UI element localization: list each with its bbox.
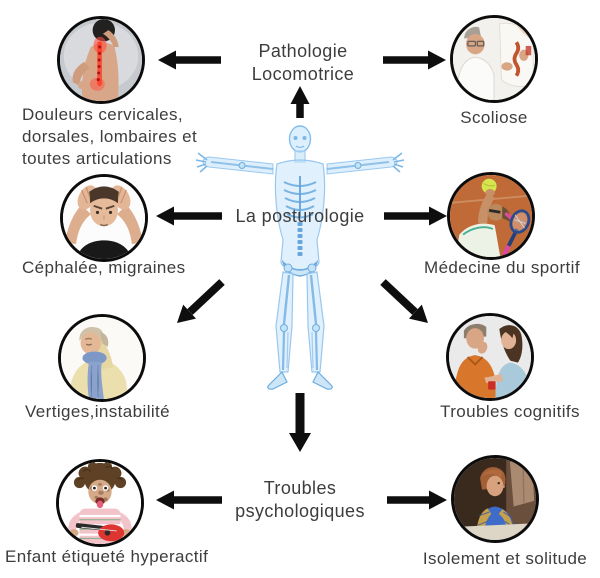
arrow-right-middle-icon: [384, 206, 447, 226]
photo-circle-lonely: [451, 455, 539, 543]
label-vertiges-instabilite: Vertiges,instabilité: [25, 402, 171, 421]
label-scoliose: Scoliose: [460, 108, 528, 127]
arrow-left-bottom-icon: [156, 490, 222, 510]
photo-circle-cognitive: [446, 313, 534, 401]
arrow-diagonal-right-icon: [380, 279, 428, 323]
arrow-right-top-icon: [383, 50, 446, 70]
label-medecine-du-sportif: Médecine du sportif: [424, 258, 580, 277]
arrow-left-middle-icon: [156, 206, 222, 226]
label-douleurs-cervicales: Douleurs cervicales, dorsales, lombaires…: [22, 105, 198, 168]
photo-circle-scoliosis: [450, 15, 538, 103]
hyperactive-child-photo: [59, 462, 141, 544]
center-title-posturologie: La posturologie: [235, 206, 365, 226]
photo-circle-tennis: [447, 172, 535, 260]
label-troubles-cognitifs: Troubles cognitifs: [440, 402, 580, 421]
photo-circle-back-pain: [57, 16, 145, 104]
photo-circle-headache: [60, 174, 148, 262]
arrow-diagonal-left-icon: [177, 279, 225, 323]
photo-circle-dizzy: [58, 314, 146, 402]
hub-troubles-psychologiques: Troubles psychologiques: [235, 478, 365, 521]
dizzy-woman-photo: [61, 317, 143, 399]
label-isolement-solitude: Isolement et solitude: [422, 549, 588, 568]
lonely-woman-photo: [454, 458, 536, 540]
hub-pathologie-locomotrice: Pathologie Locomotrice: [251, 41, 355, 84]
human-xray-figure-icon: [195, 125, 405, 390]
tennis-serve-photo: [450, 175, 532, 257]
scoliosis-exam-photo: [453, 18, 535, 100]
headache-man-photo: [63, 177, 145, 259]
back-pain-photo: [60, 19, 142, 101]
label-enfant-hyperactif: Enfant étiqueté hyperactif: [5, 547, 209, 566]
cognitive-help-photo: [449, 316, 531, 398]
photo-circle-hyperactive-child: [56, 459, 144, 547]
arrow-up-icon: [290, 86, 310, 118]
arrow-right-bottom-icon: [387, 490, 447, 510]
arrow-down-icon: [289, 393, 311, 452]
arrow-left-top-icon: [158, 50, 221, 70]
label-cephalee-migraines: Céphalée, migraines: [22, 258, 186, 277]
